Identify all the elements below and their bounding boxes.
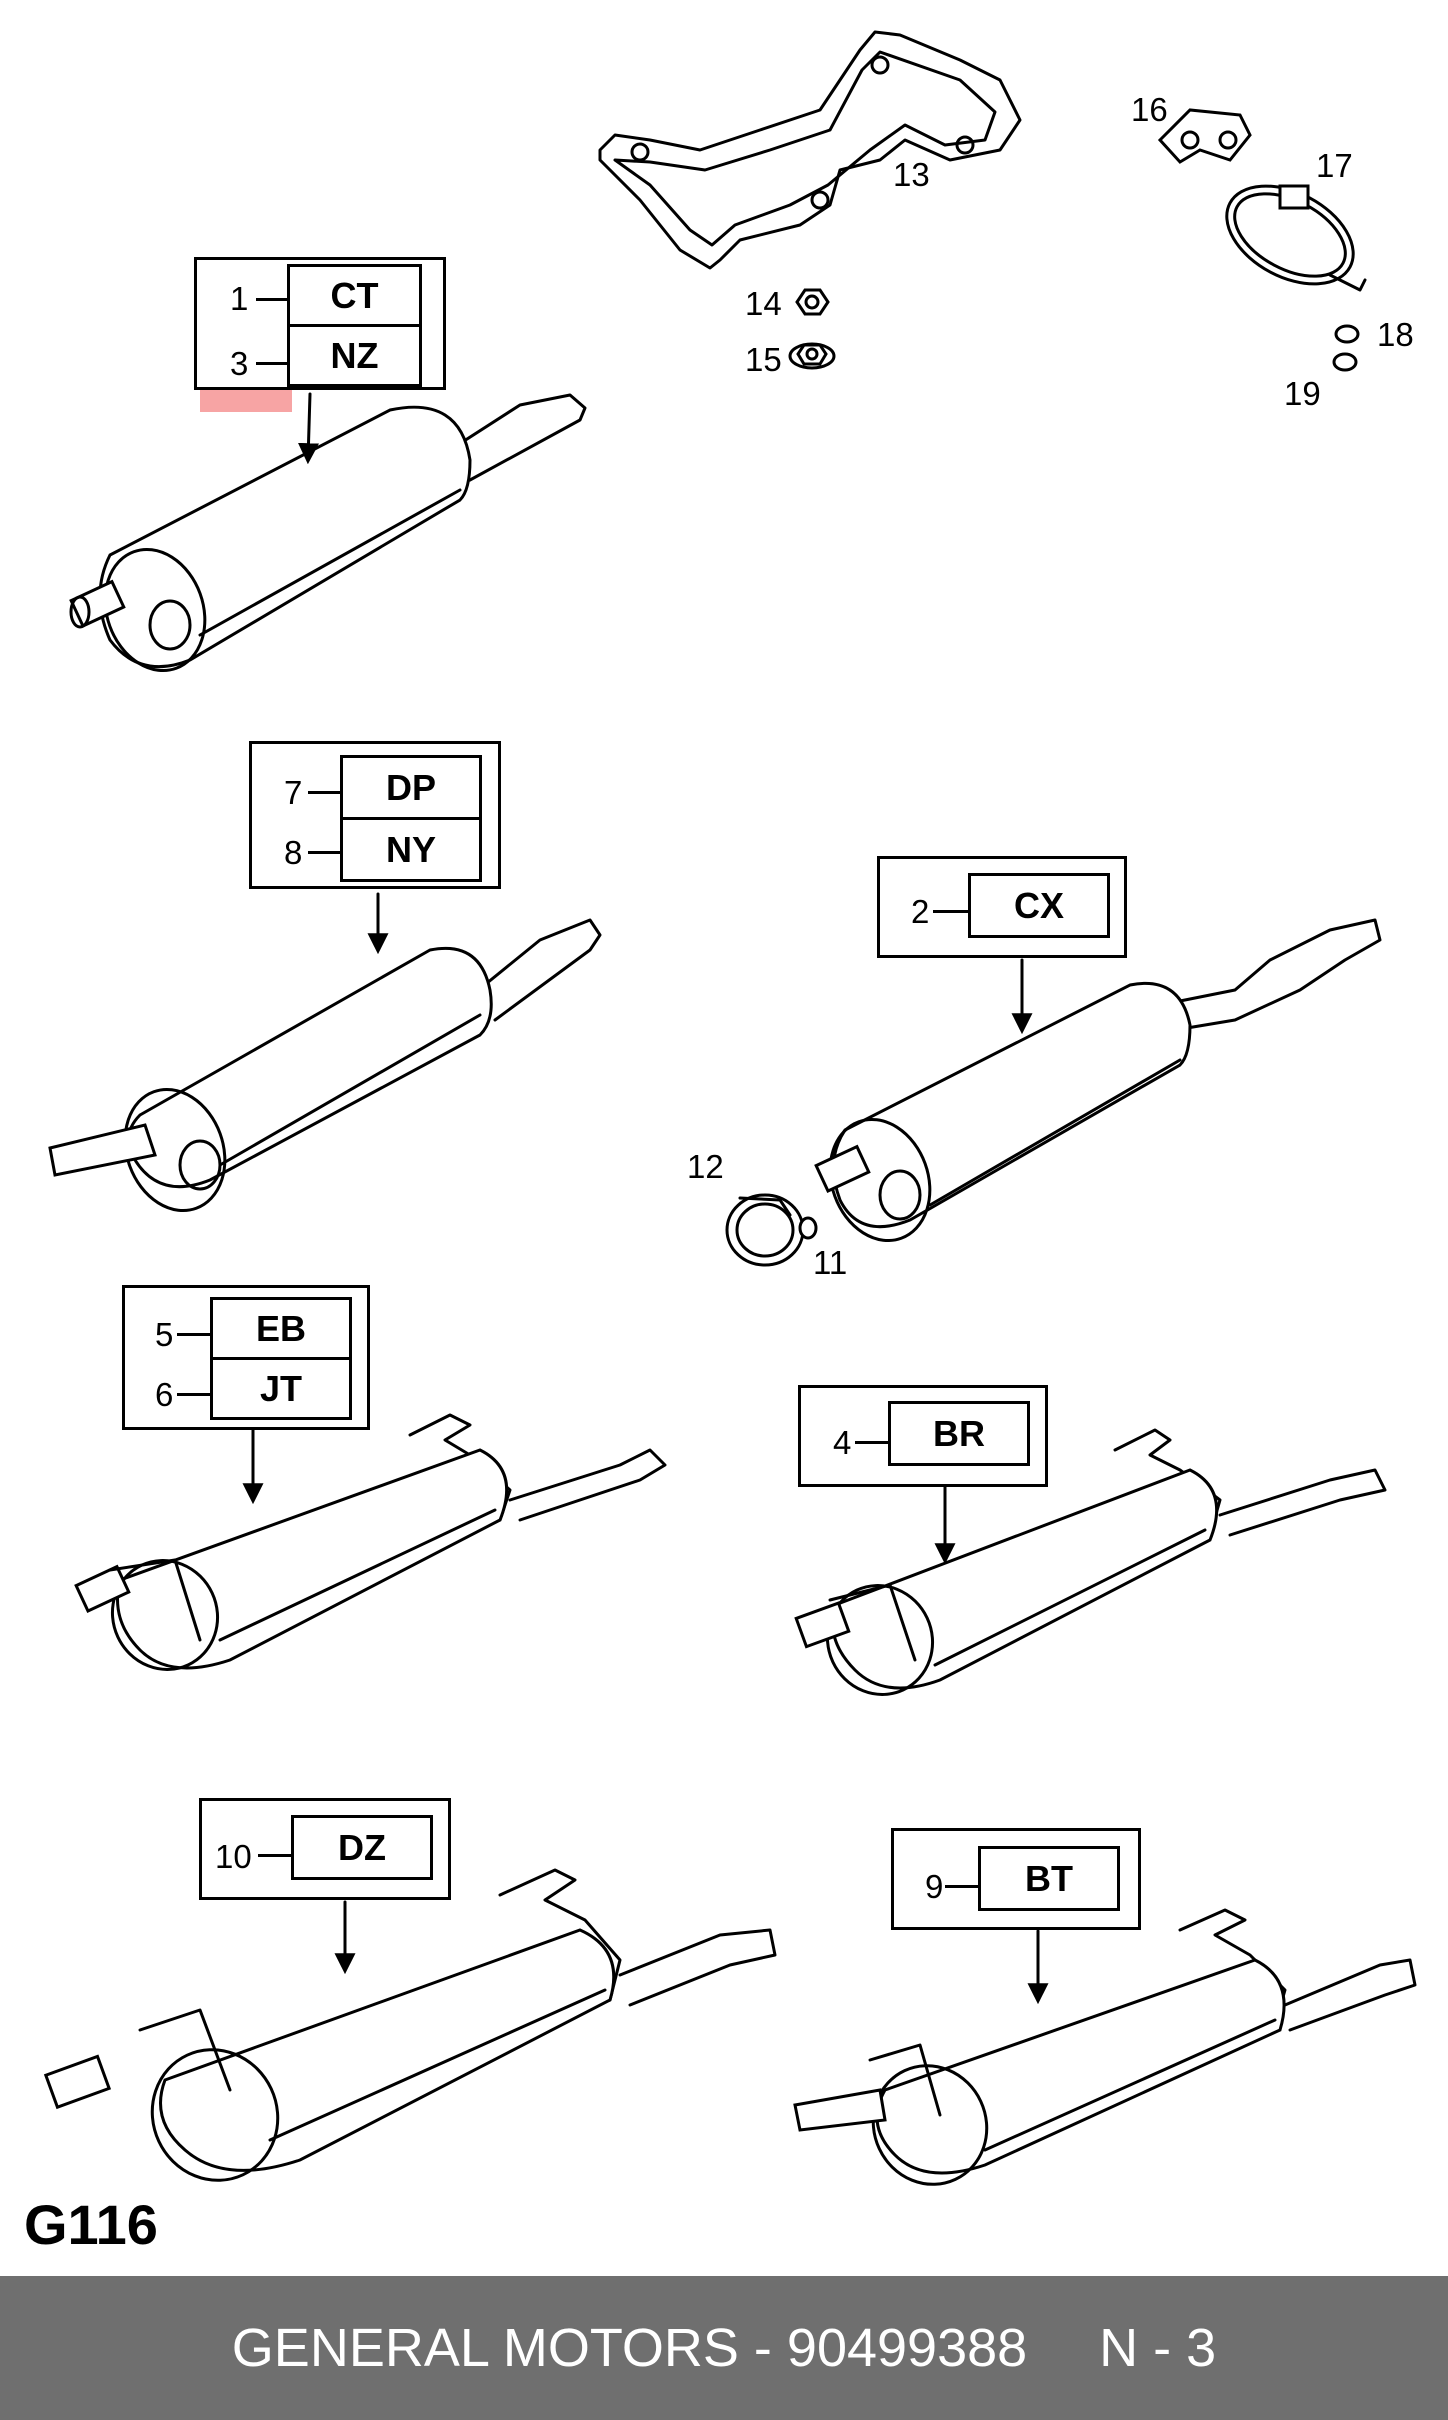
nut-11 bbox=[798, 1216, 818, 1240]
code-cell-nz: NZ bbox=[287, 324, 422, 387]
callout-number-5: 5 bbox=[155, 1316, 174, 1353]
rubber-hanger-16 bbox=[1157, 108, 1252, 164]
part-label-18: 18 bbox=[1377, 316, 1414, 353]
callout-number-2: 2 bbox=[911, 893, 930, 930]
leader-tick bbox=[933, 910, 971, 913]
leader-tick bbox=[177, 1333, 213, 1336]
part-label-19: 19 bbox=[1284, 375, 1321, 412]
leader-tick bbox=[308, 851, 342, 854]
code-cell-br: BR bbox=[888, 1401, 1030, 1466]
callout-number-1: 1 bbox=[230, 280, 249, 317]
heat-shield-13 bbox=[598, 30, 1022, 270]
code-cell-dp: DP bbox=[340, 755, 482, 820]
muffler-dz bbox=[43, 1868, 777, 2182]
callout-number-10: 10 bbox=[215, 1838, 252, 1875]
part-label-15: 15 bbox=[745, 341, 782, 378]
clamp-12 bbox=[725, 1193, 805, 1267]
nut-18 bbox=[1334, 324, 1360, 344]
part-label-17: 17 bbox=[1316, 147, 1353, 184]
code-cell-jt: JT bbox=[210, 1357, 352, 1420]
footer-bar: GENERAL MOTORS - 90499388 N - 3 bbox=[0, 2276, 1448, 2420]
callout-number-4: 4 bbox=[833, 1424, 852, 1461]
leader-tick bbox=[177, 1393, 213, 1396]
diagram-line-art bbox=[43, 30, 1417, 2186]
code-cell-ny: NY bbox=[340, 817, 482, 882]
callout-number-3: 3 bbox=[230, 345, 249, 382]
parts-diagram: 1 CT 3 NZ 7 DP 8 NY 2 CX 5 EB 6 JT 4 BR … bbox=[43, 30, 1417, 2186]
callout-number-9: 9 bbox=[925, 1868, 944, 1905]
footer-dash: - bbox=[753, 2318, 772, 2378]
code-cell-bt: BT bbox=[978, 1846, 1120, 1911]
footer-brand: GENERAL MOTORS bbox=[231, 2318, 739, 2378]
code-cell-ct: CT bbox=[287, 264, 422, 327]
leader-tick bbox=[256, 298, 288, 301]
muffler-dp-ny bbox=[48, 892, 602, 1213]
code-cell-eb: EB bbox=[210, 1297, 352, 1360]
leader-tick bbox=[256, 362, 288, 365]
leader-tick bbox=[308, 791, 342, 794]
part-label-11: 11 bbox=[813, 1244, 848, 1281]
clamp-17 bbox=[1225, 184, 1367, 292]
footer-part-number: 90499388 bbox=[786, 2318, 1028, 2378]
nut-14 bbox=[795, 288, 830, 316]
muffler-bt bbox=[793, 1908, 1417, 2186]
muffler-ct-nz bbox=[69, 392, 587, 673]
page-code: G116 bbox=[24, 2193, 158, 2256]
leader-tick bbox=[258, 1854, 294, 1857]
part-label-12: 12 bbox=[687, 1148, 724, 1185]
code-cell-dz: DZ bbox=[291, 1815, 433, 1880]
callout-number-7: 7 bbox=[284, 774, 303, 811]
part-label-14: 14 bbox=[745, 285, 782, 322]
part-label-13: 13 bbox=[893, 156, 930, 193]
leader-tick bbox=[855, 1441, 891, 1444]
code-cell-cx: CX bbox=[968, 873, 1110, 938]
flange-nut-15 bbox=[788, 342, 836, 370]
muffler-br bbox=[794, 1428, 1387, 1696]
leader-tick bbox=[945, 1885, 981, 1888]
nut-19 bbox=[1332, 352, 1358, 372]
muffler-eb-jt bbox=[74, 1413, 667, 1671]
callout-number-8: 8 bbox=[284, 834, 303, 871]
part-label-16: 16 bbox=[1131, 91, 1168, 128]
callout-number-6: 6 bbox=[155, 1376, 174, 1413]
footer-page: N - 3 bbox=[1099, 2318, 1217, 2378]
muffler-cx bbox=[814, 918, 1382, 1243]
